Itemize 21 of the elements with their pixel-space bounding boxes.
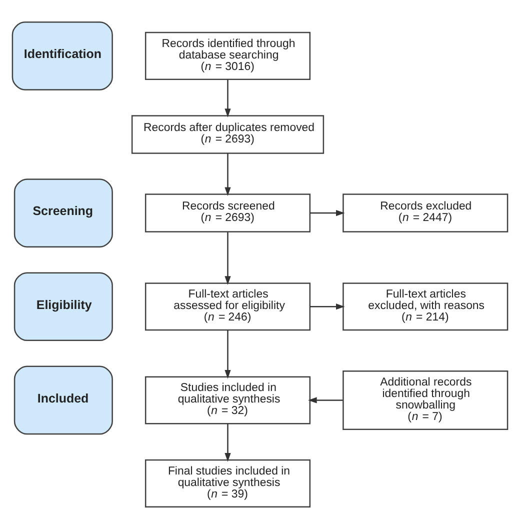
node-box: Records screened (n = 2693) [144, 193, 311, 232]
node-box: Studies included in qualitative synthesis (n = 32) [144, 376, 311, 424]
node-box: Included [14, 365, 113, 434]
node-box: Records identified through database searching (n = 3016) [144, 31, 311, 80]
arrow [224, 152, 231, 196]
node-box: Additional records identified through snowballing (n = 7) [342, 370, 508, 430]
arrow [224, 330, 231, 378]
arrow [310, 303, 345, 310]
node-box: Eligibility [14, 272, 113, 341]
arrow [308, 396, 343, 403]
arrow [224, 423, 231, 462]
node-box: Identification [12, 21, 113, 90]
node-box: Full-text articles excluded, with reasons (n = 214) [342, 282, 508, 330]
node-box: Final studies included in qualitative synthesis (n = 39) [144, 458, 311, 507]
node-box: Full-text articles assessed for eligibility (n = 246) [144, 282, 311, 330]
node-box: Records after duplicates removed (n = 2693) [131, 114, 324, 154]
arrow [310, 209, 345, 216]
arrow [224, 232, 231, 284]
node-box: Records excluded (n = 2447) [342, 193, 508, 232]
node-box: Screening [14, 178, 113, 247]
arrow [224, 79, 231, 117]
